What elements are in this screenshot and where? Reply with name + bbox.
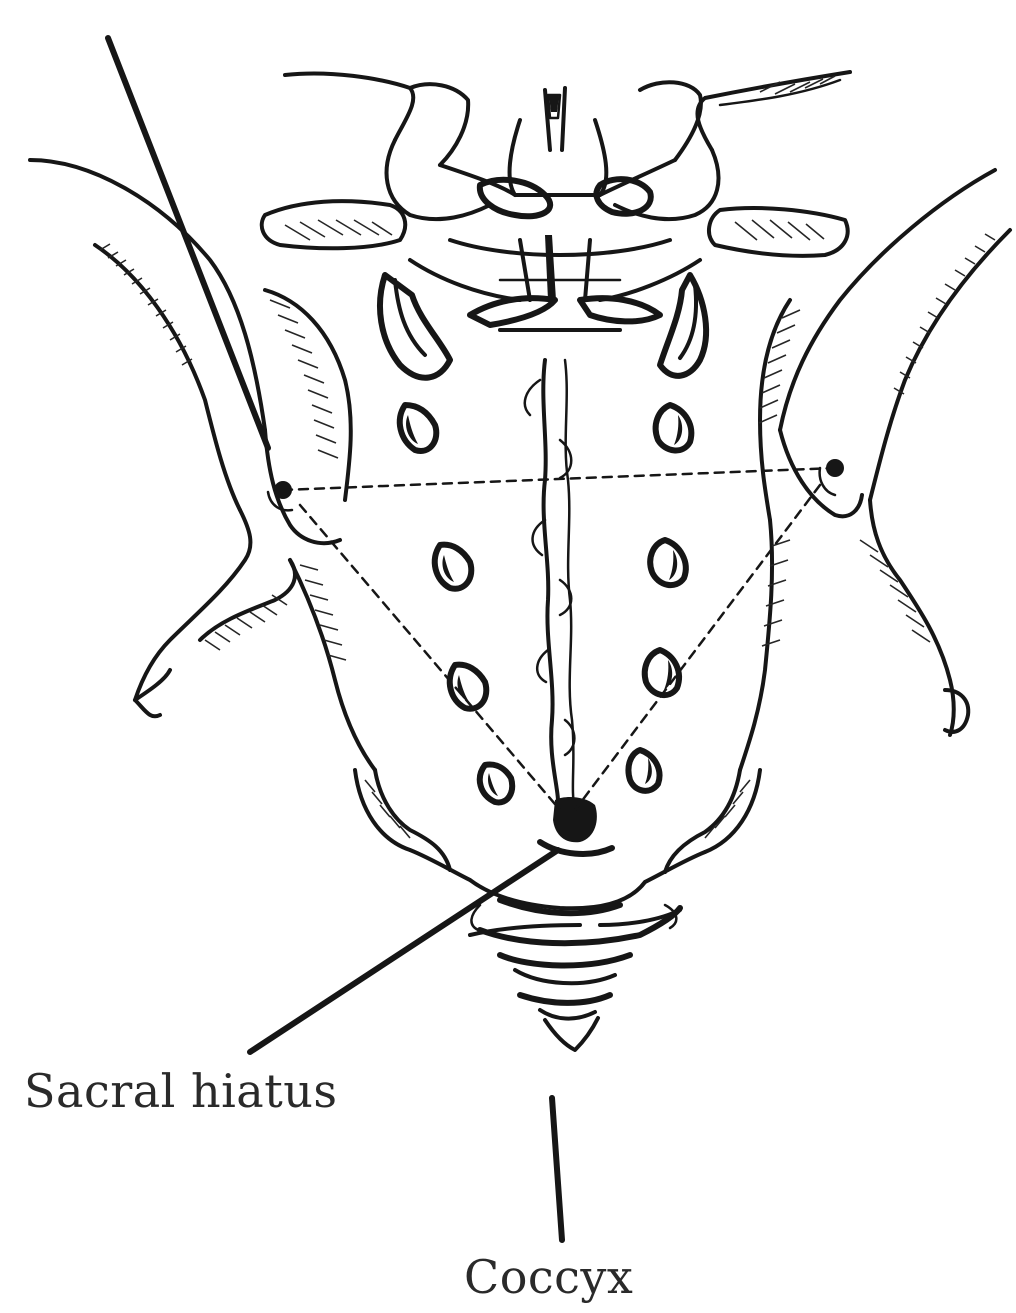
sacral-base	[262, 201, 848, 378]
sacral-hiatus-label: Sacral hiatus	[24, 1064, 337, 1118]
left-ilium	[30, 160, 375, 770]
landmark-lines	[268, 459, 844, 810]
left-psis-dot	[274, 481, 292, 499]
coccyx-leader-line	[552, 1098, 562, 1240]
coccyx-drawing	[470, 797, 680, 1050]
sacral-hiatus-leader-line	[250, 850, 558, 1052]
right-psis-dot	[826, 459, 844, 477]
lumbar-vertebra-fragment	[285, 72, 850, 219]
top-leader-line	[108, 38, 268, 448]
coccyx-label: Coccyx	[464, 1250, 633, 1304]
